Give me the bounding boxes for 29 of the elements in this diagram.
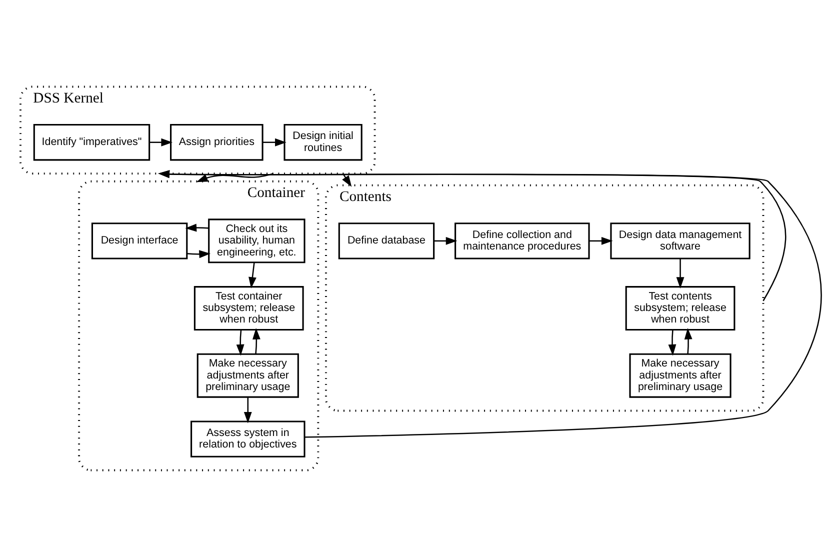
arrow (676, 258, 684, 288)
arrow (684, 328, 692, 354)
node-box: Define collection and maintenance procedures (454, 222, 590, 259)
node-box: Identify "imperatives" (33, 124, 150, 160)
arrow (236, 329, 244, 356)
arrow (158, 170, 822, 438)
arrow (262, 138, 286, 146)
arrow (244, 396, 252, 423)
arrow (187, 250, 211, 258)
arrow (158, 170, 786, 301)
node-box: Define database (338, 222, 435, 259)
node-box: Make necessary adjustments after preliminary usage (629, 352, 732, 398)
arrow (248, 262, 256, 288)
node-box: Test contents subsystem; release when robust (625, 286, 736, 330)
node-box: Make necessary adjustments after preliminary usage (196, 352, 299, 398)
arrow (149, 138, 173, 146)
arrow (185, 223, 209, 232)
arrow (196, 172, 274, 182)
node-box: Design initial routines (284, 124, 362, 160)
node-box: Test container subsystem; release when robust (194, 286, 304, 330)
arrow (668, 329, 676, 356)
arrow (252, 328, 260, 354)
node-box: Assign priorities (170, 124, 264, 160)
arrow (589, 236, 613, 244)
node-box: Assess system in relation to objectives (190, 420, 306, 457)
arrow (434, 236, 458, 244)
node-box: Check out its usability, human engineering, etc. (208, 218, 306, 263)
node-box: Design data management software (610, 222, 750, 259)
node-box: Design interface (91, 222, 188, 259)
